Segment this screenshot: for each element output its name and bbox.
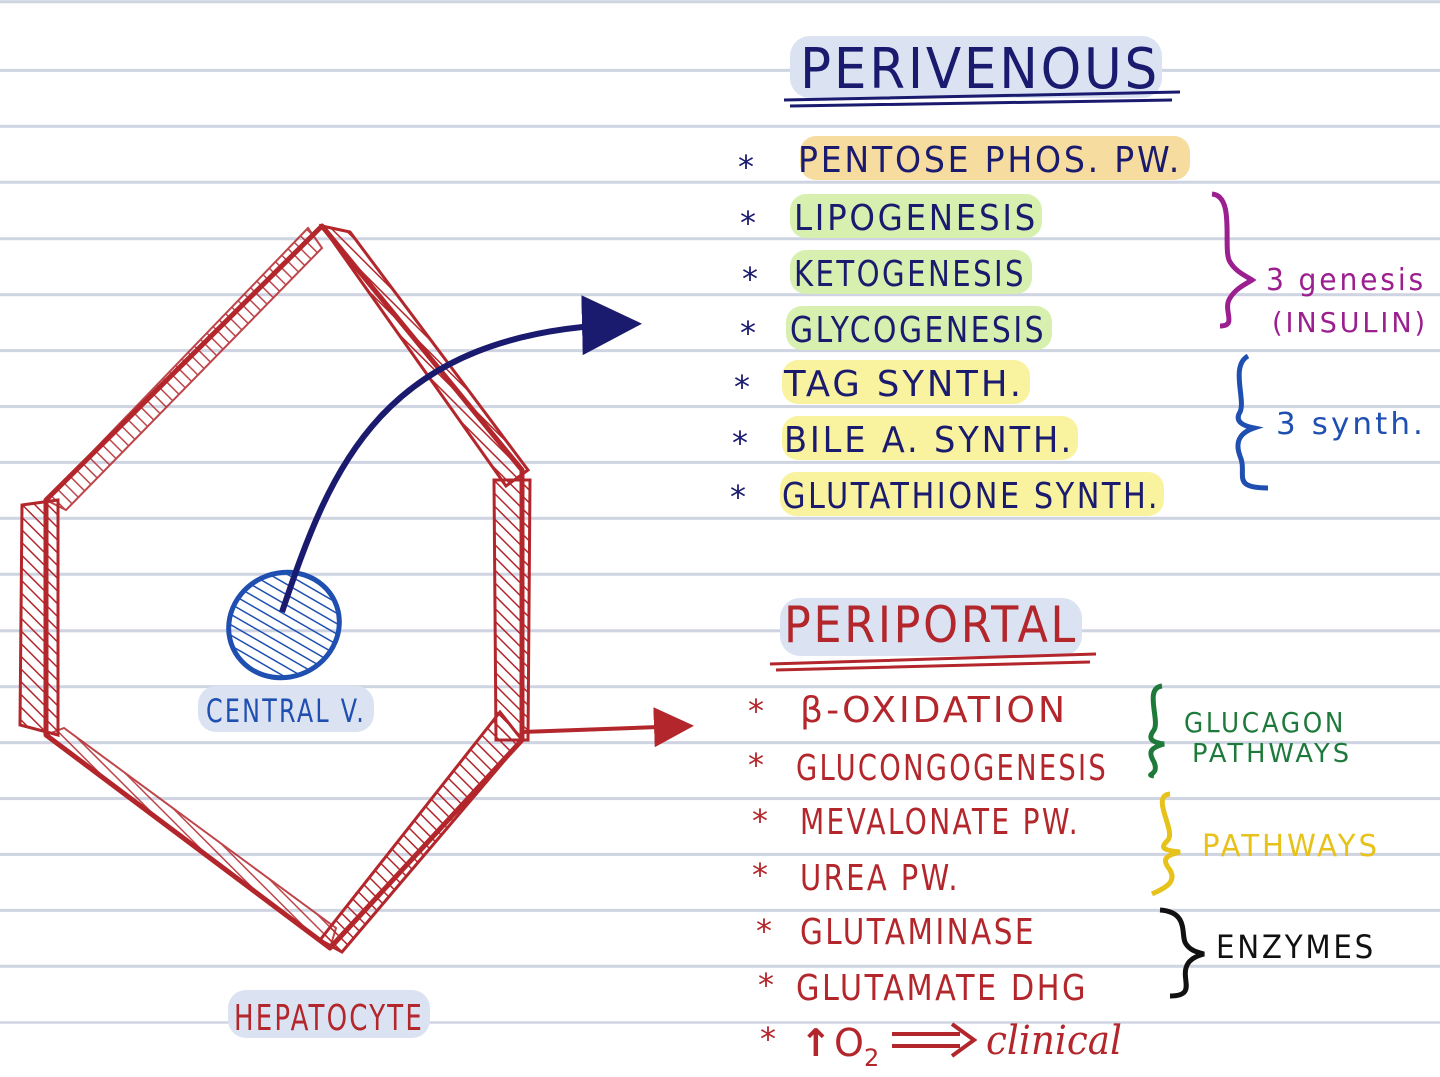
curved-arrow-icon	[279, 295, 642, 613]
bullet: *	[760, 1020, 779, 1058]
bullet: *	[748, 692, 767, 730]
up-arrow-icon: ↑	[800, 1021, 832, 1065]
hepatocyte-label: HEPATOCYTE	[234, 998, 424, 1039]
perivenous-bullets: * * * * * * *	[730, 148, 761, 516]
periportal-item: UREA PW.	[800, 858, 960, 899]
double-arrow-icon	[892, 1022, 978, 1058]
central-vein-label: CENTRAL V.	[206, 692, 366, 730]
curly-brace-icon	[1235, 353, 1269, 491]
group-label-pathways: PATHWAYS	[1202, 829, 1380, 864]
highlight-bile	[782, 416, 1078, 460]
periportal-underline	[769, 652, 1097, 672]
perivenous-item: TAG SYNTH.	[783, 364, 1024, 405]
hatched-wall-lower-right	[317, 709, 524, 954]
highlight-glycogenesis	[786, 306, 1052, 350]
oxygen-clinical-line: ↑ O 2 clinical	[800, 1018, 1122, 1072]
bullet: *	[730, 478, 749, 516]
bullet: *	[740, 314, 759, 352]
central-vein-ellipse	[226, 569, 342, 681]
hatched-wall-lower-left	[43, 726, 338, 950]
bullet: *	[758, 966, 777, 1004]
curly-brace-icon	[1159, 907, 1205, 999]
bullet: *	[738, 148, 757, 186]
group-label-glucagon-line1: GLUCAGON	[1184, 706, 1346, 739]
perivenous-item: GLYCOGENESIS	[790, 310, 1046, 351]
perivenous-item: KETOGENESIS	[794, 254, 1026, 295]
group-label-insulin-line2: (INSULIN)	[1272, 306, 1428, 339]
perivenous-item: BILE A. SYNTH.	[784, 420, 1074, 461]
perivenous-item: GLUTATHIONE SYNTH.	[782, 476, 1160, 517]
central-vein-label-highlight	[198, 686, 374, 732]
bullet: *	[752, 802, 771, 840]
bullet: *	[756, 912, 775, 950]
hatched-wall-right	[492, 478, 532, 742]
bullet: *	[752, 856, 771, 894]
bullet: *	[748, 746, 767, 784]
perivenous-underline	[783, 90, 1181, 108]
highlight-ketogenesis	[790, 250, 1032, 294]
hepatocyte-hexagon	[18, 223, 532, 954]
straight-arrow-icon	[521, 707, 694, 748]
hatched-wall-left	[18, 498, 60, 737]
oxygen-subscript: 2	[864, 1044, 882, 1072]
perivenous-heading-highlight	[790, 36, 1162, 98]
periportal-item: GLUTAMATE DHG	[796, 968, 1088, 1009]
curly-brace-icon	[1150, 791, 1181, 897]
group-label-glucagon-line2: PATHWAYS	[1192, 739, 1352, 769]
bullet: *	[742, 260, 761, 298]
bullet: *	[734, 368, 753, 406]
clinical-label: clinical	[986, 1018, 1122, 1064]
hatched-wall-upper-right	[318, 223, 531, 489]
oxygen-symbol: O	[834, 1021, 867, 1065]
periportal-item: GLUCONGOGENESIS	[796, 748, 1108, 789]
group-label-synth: 3 synth.	[1276, 407, 1426, 442]
highlight-lipogenesis	[790, 194, 1042, 238]
periportal-heading: PERIPORTAL	[784, 596, 1078, 654]
periportal-item: GLUTAMINASE	[800, 912, 1036, 953]
hepatocyte-label-highlight	[228, 990, 430, 1038]
group-label-insulin-line1: 3 genesis	[1266, 263, 1426, 298]
periportal-heading-highlight	[780, 598, 1082, 656]
highlight-tag	[782, 360, 1030, 404]
bullet: *	[732, 424, 751, 462]
periportal-item: β-OXIDATION	[800, 690, 1068, 731]
bullet: *	[740, 204, 759, 242]
highlight-glutathione	[780, 472, 1164, 516]
group-label-enzymes: ENZYMES	[1216, 928, 1376, 966]
periportal-item: MEVALONATE PW.	[800, 802, 1080, 843]
highlight-pentose	[800, 136, 1190, 180]
perivenous-item: PENTOSE PHOS. PW.	[798, 140, 1182, 181]
curly-brace-icon	[1148, 683, 1165, 779]
hatched-wall-upper-left	[44, 226, 324, 512]
curly-brace-icon	[1211, 191, 1257, 329]
perivenous-heading: PERIVENOUS	[800, 37, 1160, 102]
perivenous-item: LIPOGENESIS	[794, 198, 1038, 239]
